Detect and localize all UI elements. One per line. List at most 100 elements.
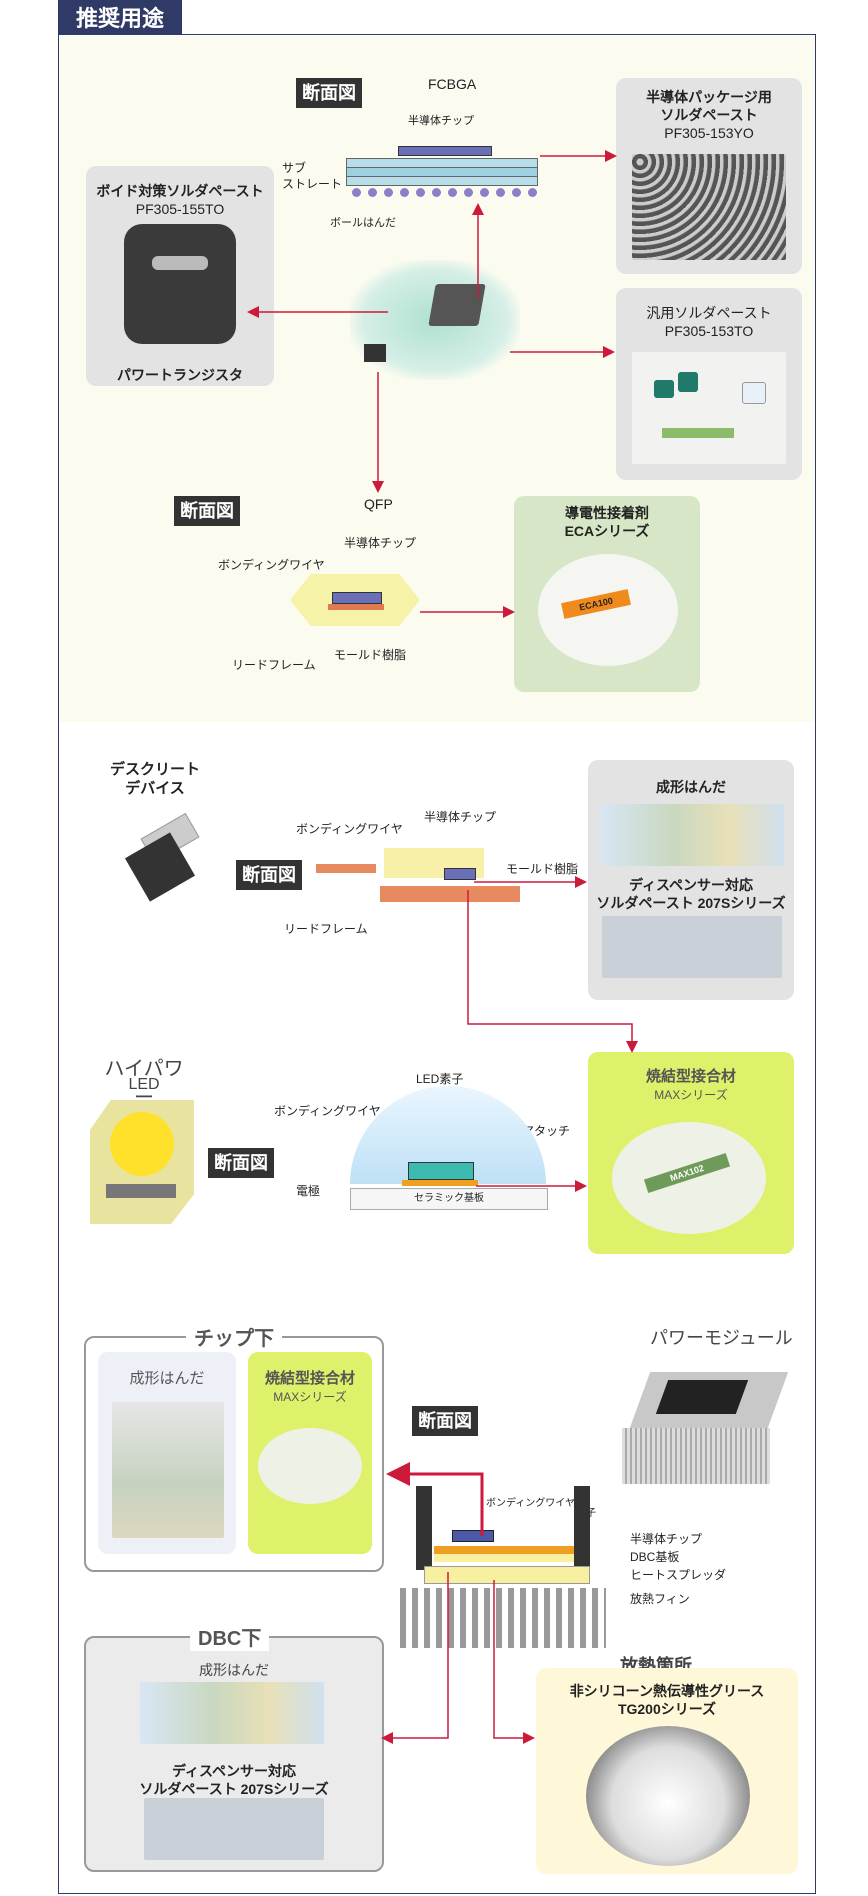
arrow-fins-to-grease [493,1580,535,1744]
heat-fin-label: 放熱フィン [630,1592,690,1606]
base [106,1184,176,1198]
discrete-chip [444,868,476,880]
section-view-tag-led: 断面図 [208,1148,274,1178]
chip-under-title: チップ下 [186,1322,282,1351]
product-name: 非シリコーン熱伝導性グリース TG200シリーズ [569,1683,765,1717]
ceramic-substrate: セラミック基板 [350,1188,548,1210]
heat-fins [400,1588,606,1648]
product-sub: MAXシリーズ [273,1390,347,1404]
section-view-tag-module: 断面図 [412,1406,478,1436]
fcbga-chip-label: 半導体チップ [408,115,474,127]
led-bonding-wire-label: ボンディングワイヤ [274,1104,381,1118]
dbc-under-title: DBC下 [190,1622,270,1651]
led-die [408,1162,474,1180]
product-name: 焼結型接合材 [264,1370,355,1387]
paste-jars-image [632,352,786,464]
product-card-preform-dispenser: 成形はんだ ディスペンサー対応 ソルダペースト 207Sシリーズ [588,760,794,1000]
dbc-under-group: 成形はんだ ディスペンサー対応 ソルダペースト 207Sシリーズ [84,1636,384,1872]
jar [654,380,674,398]
qfp-chip [332,592,382,604]
qfp-chip [364,344,386,362]
module-bonding-wire-label: ボンディングワイヤ [486,1498,575,1509]
eca-syringe-image: ECA100 [538,554,678,666]
product-card-grease: 非シリコーン熱伝導性グリース TG200シリーズ [536,1668,798,1874]
product-name: 焼結型接合材 [645,1068,736,1085]
qfp-bonding-wire-label: ボンディングワイヤ [218,558,325,572]
discrete-mold-resin-label: モールド樹脂 [506,862,579,876]
product-sub: MAXシリーズ [654,1088,728,1102]
heat-spreader [424,1566,590,1584]
dbc-ceramic [434,1554,574,1562]
product-card-sinter: 焼結型接合材 MAXシリーズ MAX102 [588,1052,794,1254]
dispenser-image [602,916,782,978]
heat-spreader-label: ヒートスプレッダ [630,1568,727,1582]
glow [110,1112,174,1176]
dispenser-image [144,1798,324,1860]
qfp-chip-label: 半導体チップ [344,536,417,550]
qfp-label: QFP [364,496,393,512]
qfp-die-pad [328,604,384,610]
syringe [662,428,734,438]
arrow-discrete-to-sinter [467,890,638,1053]
product-name-preform: 成形はんだ [656,779,726,795]
section-view-tag-fcbga: 断面図 [296,78,362,108]
power-module-image [622,1352,792,1486]
discrete-chip-label: 半導体チップ [424,810,497,824]
led-title: LED [128,1076,160,1093]
product-code: PF305-153TO [664,323,754,339]
jar [678,372,698,392]
product-name: 成形はんだ [129,1370,205,1387]
arrow-chip-to-chip-under [386,1462,484,1536]
discrete-lead-left [316,864,376,873]
section-tab-title: 推奨用途 [58,0,182,36]
qfp-lead-frame-label: リードフレーム [232,658,316,672]
product-name: 汎用ソルダペースト [646,305,772,321]
dbc-substrate-label: DBC基板 [630,1550,680,1564]
qfp-mold-resin-label: モールド樹脂 [334,648,407,662]
chip-under-preform-card: 成形はんだ [98,1352,236,1554]
product-name-dispenser: ディスペンサー対応 ソルダペースト 207Sシリーズ [139,1763,329,1797]
solder-print-image [632,154,786,260]
product-name: 半導体パッケージ用 ソルダペースト [646,89,772,123]
pcb-board-image [350,260,520,380]
product-card-pkg-paste: 半導体パッケージ用 ソルダペースト PF305-153YO [616,78,802,274]
product-card-eca: 導電性接着剤 ECAシリーズ ECA100 [514,496,700,692]
power-transistor-label: パワートランジスタ [117,367,243,383]
preform-image [112,1402,224,1538]
product-card-void-paste: ボイド対策ソルダペースト PF305-155TO パワートランジスタ [86,166,274,386]
section-view-tag-qfp: 断面図 [174,496,240,526]
jar [742,382,766,404]
discrete-lead-frame-label: リードフレーム [284,922,368,936]
module-chip-label: 半導体チップ [630,1532,703,1546]
module-case-right [574,1486,590,1570]
module-case-left [416,1486,432,1570]
discrete-bonding-wire-label: ボンディングワイヤ [296,822,403,836]
grease-jar-image [586,1726,750,1866]
electrode-label: 電極 [296,1184,321,1198]
ball-array [352,188,538,198]
section-view-tag-discrete: 断面図 [236,860,302,890]
product-card-general-paste: 汎用ソルダペースト PF305-153TO [616,288,802,480]
power-module-title: パワーモジュール [650,1328,793,1348]
chip-under-sinter-card: 焼結型接合材 MAXシリーズ [248,1352,372,1554]
substrate-label: サブ ストレート [282,161,343,191]
product-name-dispenser: ディスペンサー対応 ソルダペースト 207Sシリーズ [596,877,786,911]
led-image [90,1100,194,1224]
product-code: PF305-153YO [664,125,754,141]
product-name: ボイド対策ソルダペースト [96,183,264,199]
fcbga-label: FCBGA [428,76,477,92]
dbc-top-copper [434,1546,574,1554]
xray-image [124,224,236,344]
preform-image [140,1682,324,1744]
led-die-attach [402,1180,478,1186]
ball-solder-label: ボールはんだ [330,217,396,229]
discrete-lead-frame [380,886,520,902]
product-name-preform: 成形はんだ [199,1662,269,1678]
sinter-syringe-image: MAX102 [612,1122,766,1234]
product-name: 導電性接着剤 ECAシリーズ [564,505,650,539]
product-code: PF305-155TO [135,201,225,217]
led-element-label: LED素子 [416,1072,464,1086]
xray-hole [152,256,208,270]
fins [622,1428,770,1484]
